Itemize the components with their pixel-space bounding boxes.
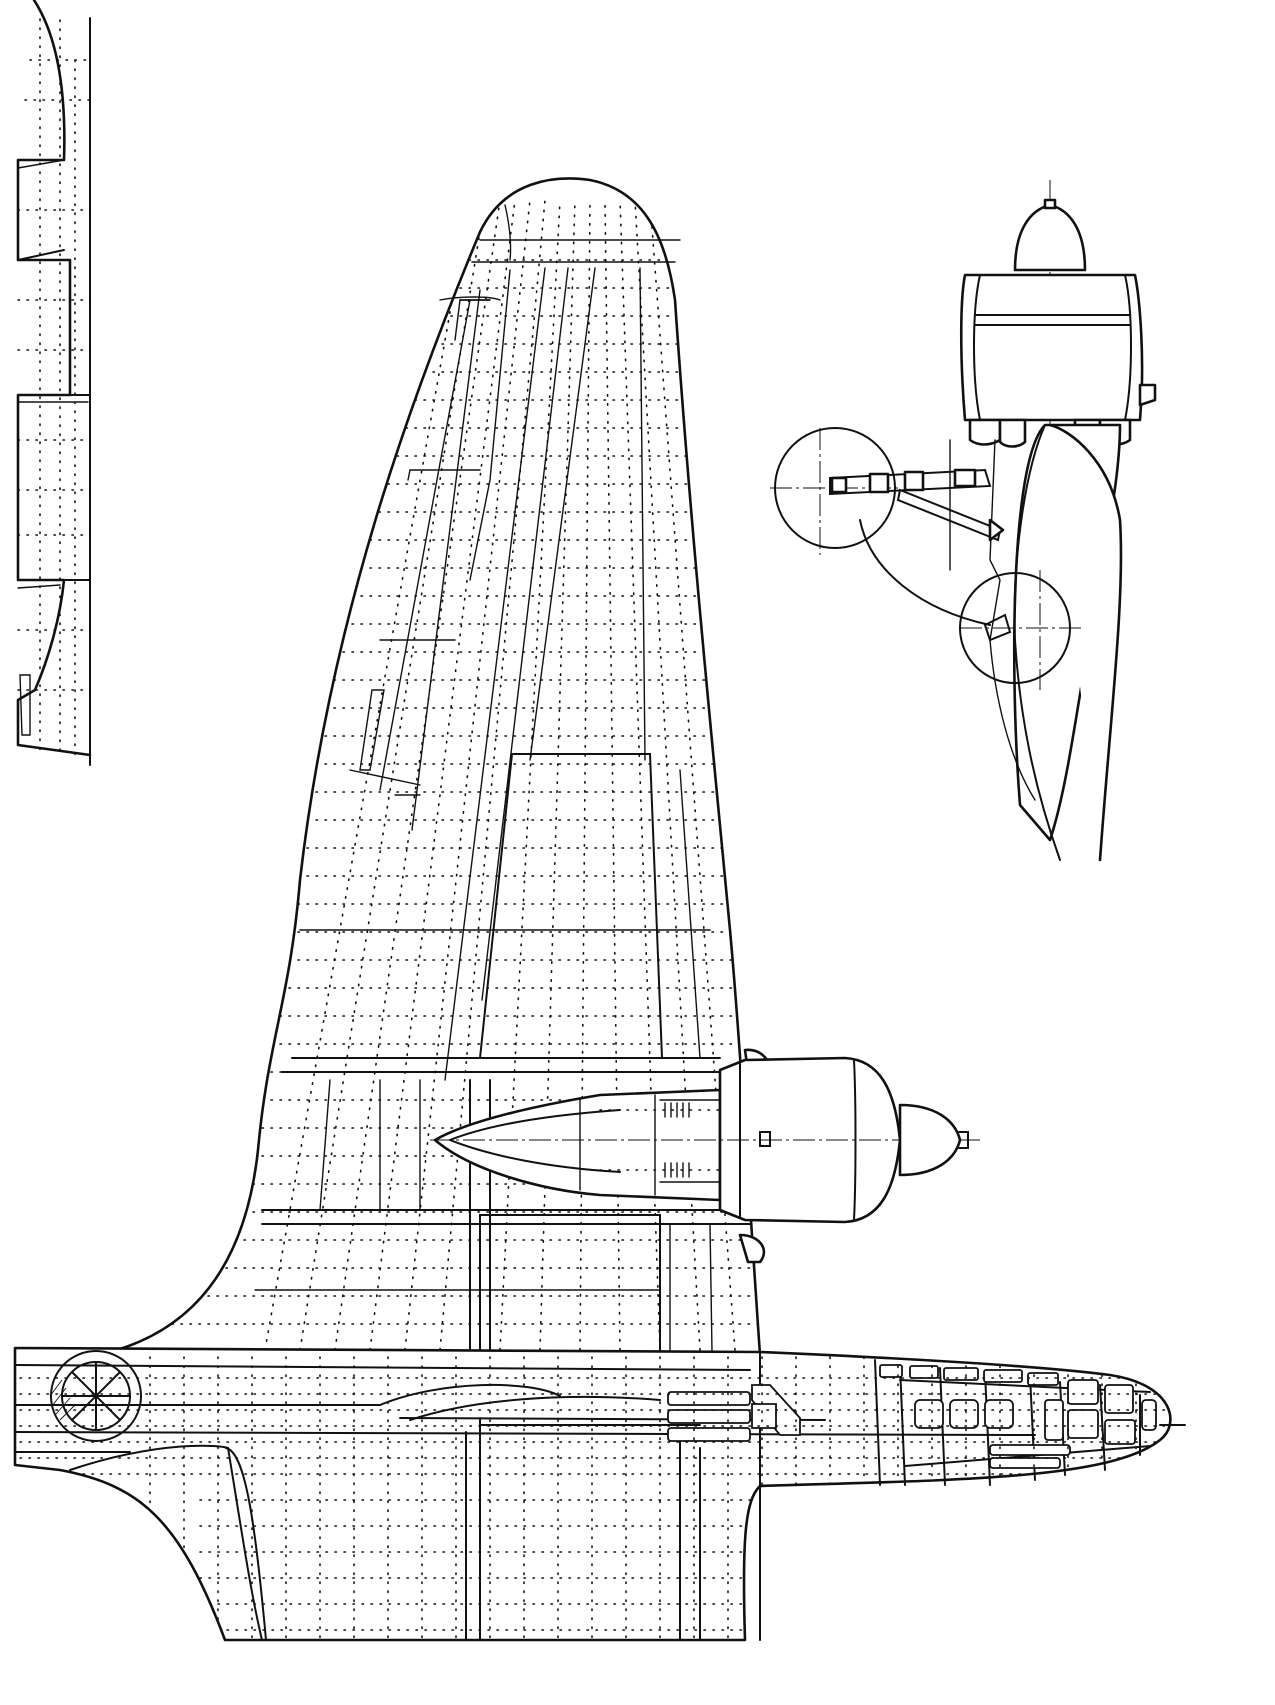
wing-rivet-line (439, 199, 546, 1351)
propeller-spinner (898, 1103, 969, 1177)
wing-rivet-line (634, 199, 701, 1351)
engine-nacelle (430, 1048, 980, 1264)
wing-rivet-line (264, 199, 471, 1351)
nacelle-front-view (859, 180, 1157, 862)
tailplane-fragment (16, 0, 92, 766)
wing-rivet-line (539, 199, 576, 1351)
wing-rivet-line (499, 199, 561, 1351)
wing-rivet-line (404, 199, 531, 1351)
wing-rivet-line (649, 199, 736, 1351)
fuselage-plan (13, 1346, 1186, 1642)
nose-gear-detail (770, 427, 1085, 690)
wing-planform (108, 177, 762, 1357)
turret-ring (49, 1350, 142, 1442)
canopy-panels (667, 1364, 1157, 1469)
wing-rivet-line (619, 199, 661, 1351)
